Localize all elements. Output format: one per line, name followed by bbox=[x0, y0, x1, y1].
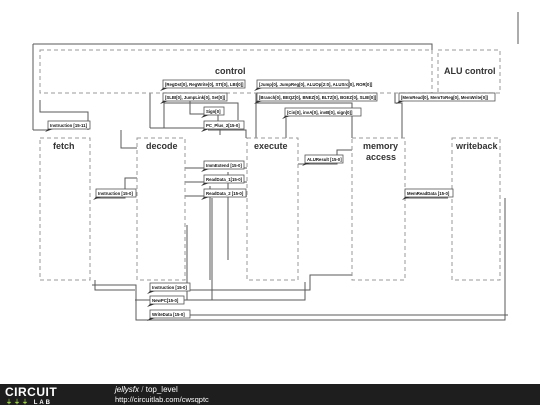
net-label-text: [RegDst[0], RegWrite[0], STI[0], LBI[0]] bbox=[165, 82, 244, 87]
net-label: NewPC[15-0] bbox=[147, 295, 185, 307]
net-label-text: PC_Plus_2[15-0] bbox=[206, 123, 240, 128]
block-fetch: fetch bbox=[39, 137, 91, 281]
net-label-flag bbox=[254, 101, 262, 104]
net-label: [RegDst[0], RegWrite[0], STI[0], LBI[0]] bbox=[160, 79, 246, 91]
net-label-text: ReadData_1[15-0] bbox=[206, 177, 243, 182]
net-label-text: ReadData_2 [15-0] bbox=[206, 191, 244, 196]
net-label-text: [SLBI[0], JumpLink[0], Set[0]] bbox=[165, 95, 226, 100]
footer-bar: CIRCUIT ⏚⏚⏚ LAB jellysfx / top_level htt… bbox=[0, 384, 540, 406]
block-memory-access: memory access bbox=[351, 137, 406, 281]
logo-lab: LAB bbox=[33, 400, 53, 406]
net-label: Instruction [15-0] bbox=[93, 188, 137, 200]
net-label: Instruction [15-0] bbox=[147, 282, 191, 294]
net-label-flag bbox=[45, 129, 53, 132]
net-label-flag bbox=[201, 129, 209, 132]
net-label-flag bbox=[396, 101, 404, 104]
block-execute: execute bbox=[246, 137, 299, 281]
net-label-text: [MemRead[0], MemToReg[0], MemWrite[0]] bbox=[401, 95, 489, 100]
net-label-flag bbox=[147, 318, 155, 321]
project-path: jellysfx / top_level bbox=[115, 385, 178, 394]
net-label: [Branch[0], BEQZ[0], BNEZ[0], BLTZ[0], B… bbox=[254, 92, 378, 104]
net-label: [MemRead[0], MemToReg[0], MemWrite[0]] bbox=[396, 92, 496, 104]
net-label-flag bbox=[160, 88, 168, 91]
net-label-flag bbox=[201, 197, 209, 200]
circuitlab-logo[interactable]: CIRCUIT bbox=[5, 385, 58, 399]
net-label: ALUResult [15-0] bbox=[302, 154, 344, 166]
net-label-text: Sign[0] bbox=[206, 109, 221, 114]
net-label: Instruction [15-11] bbox=[45, 120, 91, 132]
block-memory-access-title-2: access bbox=[366, 152, 396, 162]
net-label-text: [Branch[0], BEQZ[0], BNEZ[0], BLTZ[0], B… bbox=[259, 95, 377, 100]
net-label-text: Instruction [15-11] bbox=[50, 123, 88, 128]
logo-glyphs: ⏚⏚⏚ bbox=[6, 400, 31, 406]
net-label: ReadData_1[15-0] bbox=[201, 174, 245, 186]
net-label-flag bbox=[147, 291, 155, 294]
net-label: [Jump[0], JumpReg[0], ALUOp[2:0], ALUSrc… bbox=[254, 79, 373, 91]
net-label-text: [Jump[0], JumpReg[0], ALUOp[2:0], ALUSrc… bbox=[259, 82, 373, 87]
block-control-title: control bbox=[215, 66, 246, 76]
net-label-text: MemReadData [15-0] bbox=[407, 191, 450, 196]
project-user-link[interactable]: jellysfx bbox=[115, 385, 140, 394]
wires bbox=[32, 12, 519, 321]
block-writeback: writeback bbox=[451, 137, 501, 281]
net-label: [Cin[0], invA[0], invB[0], sign[0]] bbox=[282, 107, 362, 119]
net-label-text: ImmExtend [15-0] bbox=[206, 163, 242, 168]
net-label-text: Instruction [15-0] bbox=[98, 191, 133, 196]
project-name-link[interactable]: top_level bbox=[145, 385, 178, 394]
net-label-text: Instruction [15-0] bbox=[152, 285, 187, 290]
block-decode-title: decode bbox=[146, 141, 178, 151]
net-label-flag bbox=[201, 183, 209, 186]
block-alu-control: ALU control bbox=[437, 49, 501, 94]
net-label: ReadData_2 [15-0] bbox=[201, 188, 247, 200]
net-label: MemReadData [15-0] bbox=[402, 188, 454, 200]
net-label-flag bbox=[201, 169, 209, 172]
project-url-link[interactable]: http://circuitlab.com/cwsqptc bbox=[115, 395, 209, 404]
net-label: ImmExtend [15-0] bbox=[201, 160, 245, 172]
net-label: WriteData [15-0] bbox=[147, 309, 191, 321]
net-labels: [RegDst[0], RegWrite[0], STI[0], LBI[0]]… bbox=[45, 79, 496, 321]
net-label-text: [Cin[0], invA[0], invB[0], sign[0]] bbox=[287, 110, 353, 115]
net-label: Sign[0] bbox=[201, 106, 225, 118]
net-label: [SLBI[0], JumpLink[0], Set[0]] bbox=[160, 92, 228, 104]
block-writeback-title: writeback bbox=[455, 141, 499, 151]
circuitlab-logo-sub: ⏚⏚⏚ LAB bbox=[6, 397, 52, 406]
net-label-flag bbox=[201, 115, 209, 118]
net-label-flag bbox=[402, 197, 410, 200]
block-alu-control-title: ALU control bbox=[444, 66, 496, 76]
net-label: PC_Plus_2[15-0] bbox=[201, 120, 245, 132]
path-separator: / bbox=[141, 385, 144, 394]
block-decode: decode bbox=[136, 137, 186, 281]
block-memory-access-title-1: memory bbox=[363, 141, 398, 151]
net-label-flag bbox=[160, 101, 168, 104]
net-label-flag bbox=[282, 116, 290, 119]
net-label-text: NewPC[15-0] bbox=[152, 298, 179, 303]
net-label-flag bbox=[254, 88, 262, 91]
block-fetch-title: fetch bbox=[53, 141, 75, 151]
net-label-text: ALUResult [15-0] bbox=[307, 157, 342, 162]
net-label-flag bbox=[93, 197, 101, 200]
net-label-flag bbox=[302, 163, 310, 166]
net-label-text: WriteData [15-0] bbox=[152, 312, 185, 317]
block-execute-title: execute bbox=[254, 141, 288, 151]
net-label-flag bbox=[147, 304, 155, 307]
